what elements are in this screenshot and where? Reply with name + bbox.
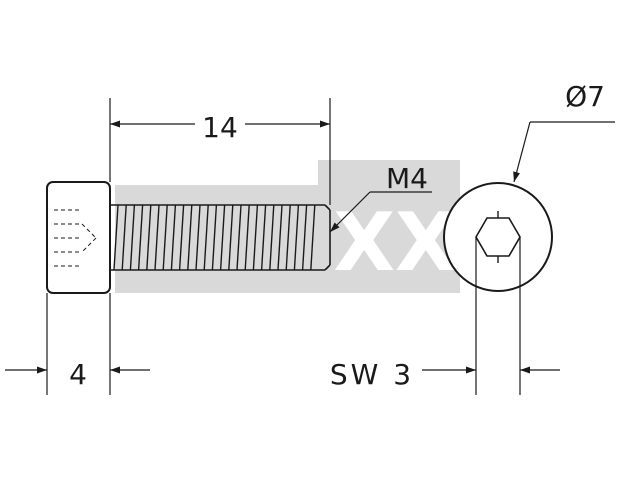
thread-crest [236, 204, 242, 271]
thread-leader [329, 191, 371, 233]
thread-crest [195, 204, 201, 271]
thread-crest [293, 204, 300, 271]
head-height-dimension [5, 293, 150, 395]
thread-crest [162, 204, 168, 271]
watermark: XX [115, 160, 460, 293]
thread-crests [113, 204, 316, 271]
thread-crest [137, 204, 144, 271]
thread-crest [129, 204, 136, 271]
thread-crest [187, 204, 193, 271]
thread-crest [301, 204, 308, 271]
thread-crest [244, 204, 250, 271]
bolt-side-view [46, 181, 331, 294]
watermark-text: XX [333, 196, 456, 289]
thread-crest [178, 204, 185, 271]
thread-crest [154, 204, 160, 271]
thread-label: M4 [386, 162, 428, 195]
thread-crest [285, 204, 291, 271]
head-height-label: 4 [69, 358, 87, 391]
thread-crest [113, 204, 119, 271]
thread-crest [269, 204, 275, 271]
key-size-label: SW 3 [330, 358, 414, 391]
hex-socket-hidden-lines [54, 209, 97, 267]
diameter-dimension [513, 121, 615, 183]
watermark-box [318, 160, 460, 293]
thread-crest [310, 204, 316, 271]
thread-crest [252, 204, 259, 271]
thread-dimension [329, 191, 432, 233]
head-outline [443, 182, 553, 292]
bolt-thread [110, 204, 331, 271]
thread-crest [211, 204, 218, 271]
length-label: 14 [202, 111, 238, 144]
thread-crest [170, 204, 177, 271]
bolt-top-view [443, 182, 553, 292]
thread-crest [203, 204, 209, 271]
thread-crest [121, 204, 127, 271]
thread-crest [219, 204, 226, 271]
thread-crest [277, 204, 283, 271]
thread-crest [146, 204, 152, 271]
key-size-dimension [422, 237, 560, 395]
thread-crest [228, 204, 234, 271]
diameter-leader [513, 121, 531, 183]
length-dimension [109, 98, 331, 205]
thread-crest [260, 204, 267, 271]
diameter-label: Ø7 [565, 80, 605, 113]
